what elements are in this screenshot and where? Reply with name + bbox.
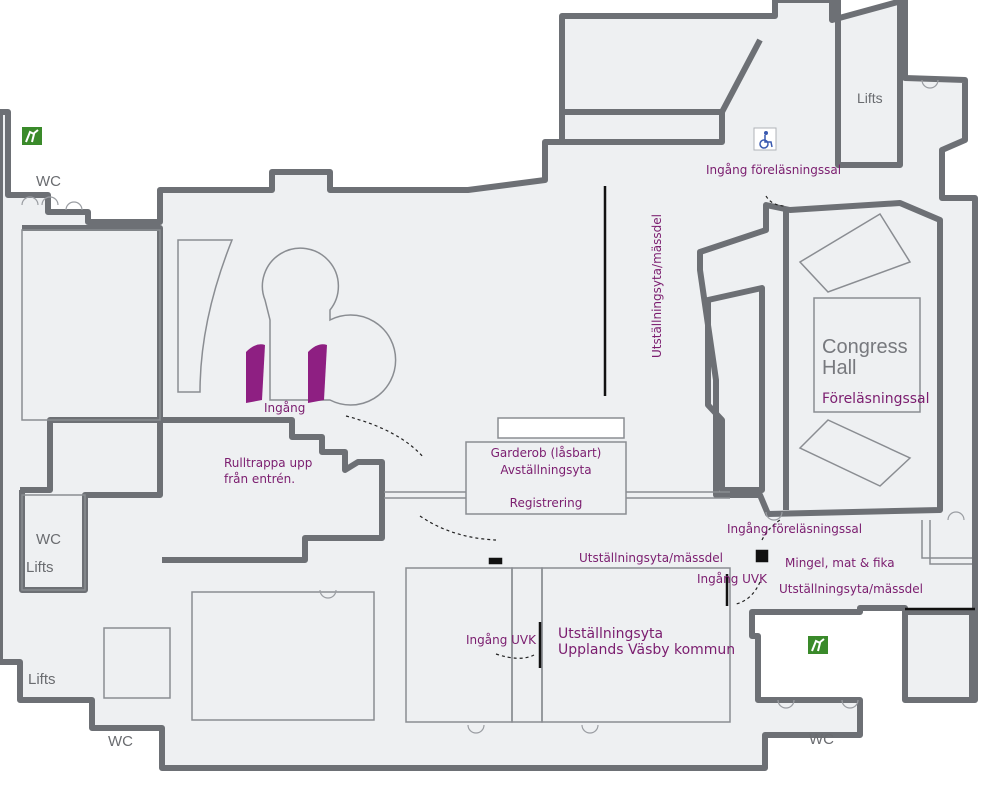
registration-label: Registrering xyxy=(509,496,583,510)
stairs-circle xyxy=(261,247,397,406)
entrance-lecture-hall-label: Ingång föreläsningssal xyxy=(727,522,863,536)
wc-label: WC xyxy=(809,731,834,748)
exhibition-area-label: Utställningsyta/mässdel xyxy=(779,582,923,596)
entrance-uvk-label: Ingång UVK xyxy=(697,572,768,586)
building-floor xyxy=(0,0,978,771)
escalator-room-wall xyxy=(160,417,385,563)
thin-walls xyxy=(21,212,972,723)
lifts-label: Lifts xyxy=(26,559,54,576)
congress-hall-title-line2: Hall xyxy=(822,357,857,379)
exhibition-area-vertical-label: Utställningsyta/mässdel xyxy=(650,214,664,358)
congress-hall-outer xyxy=(697,200,943,517)
top-room-wall xyxy=(559,16,763,115)
curved-wall-left xyxy=(177,239,234,393)
entrance-label: Ingång xyxy=(264,401,306,415)
entrance-lecture-hall-label: Ingång föreläsningssal xyxy=(706,163,842,177)
arrow-hall-top xyxy=(765,195,787,207)
congress-seating-mid xyxy=(813,297,921,413)
escalator-label: Rulltrappa upp xyxy=(224,456,313,470)
entrance-uvk-label: Ingång UVK xyxy=(466,633,537,647)
arrow-to-registration xyxy=(419,515,497,541)
arrow-uvk-left xyxy=(495,653,535,659)
escalator-label-line2: från entrén. xyxy=(224,472,296,486)
garderob-counter xyxy=(465,441,627,515)
room-left-exhibition xyxy=(191,591,375,721)
wheelchair-icon xyxy=(753,127,777,151)
mingel-marker xyxy=(755,549,769,563)
municipality-exhibition-label: Utställningsyta xyxy=(558,626,664,642)
wc-label: WC xyxy=(36,531,61,548)
municipality-exhibition-label-line2: Upplands Väsby kommun xyxy=(558,642,736,658)
vasby-banner-icon xyxy=(246,344,327,403)
left-mid-room xyxy=(21,229,161,421)
room-kommun xyxy=(541,567,731,723)
arrow-hall-bottom xyxy=(761,519,781,541)
corridor-lines xyxy=(384,491,730,499)
lifts-label: Lifts xyxy=(28,671,56,688)
wc-label: WC xyxy=(108,733,133,750)
wc-left-mid-room xyxy=(21,494,86,591)
room-bottom-left-small xyxy=(103,627,171,699)
lecture-hall-label: Föreläsningssal xyxy=(822,391,930,407)
right-corridor-lines xyxy=(921,520,972,565)
small-marker xyxy=(488,557,503,565)
mingle-area-label: Mingel, mat & fika xyxy=(785,556,895,570)
congress-seating-bottom xyxy=(798,419,912,487)
congress-hall-inner xyxy=(705,285,765,493)
congress-seating-top xyxy=(798,212,912,293)
building-outline xyxy=(0,0,978,771)
dark-markers xyxy=(488,186,975,668)
emergency-exit-icon xyxy=(808,636,828,654)
cloakroom-label: Garderob (låsbart) xyxy=(490,446,602,460)
diagonal-corridor xyxy=(545,112,725,145)
dashed-arrows xyxy=(345,195,787,659)
emergency-exit-icon xyxy=(22,127,42,145)
lifts-label: Lifts xyxy=(857,90,883,106)
exhibition-area-label: Utställningsyta/mässdel xyxy=(579,551,723,565)
registration-desk xyxy=(497,417,625,439)
doors xyxy=(21,79,965,734)
arrow-uvk-right xyxy=(735,581,761,605)
storage-label: Avställningsyta xyxy=(500,463,592,477)
wc-label: WC xyxy=(36,173,61,190)
right-bottom-room xyxy=(905,609,975,700)
lifts-top-right xyxy=(835,0,903,168)
congress-hall-title: Congress xyxy=(822,336,908,358)
arrow-to-garderob xyxy=(345,415,425,459)
